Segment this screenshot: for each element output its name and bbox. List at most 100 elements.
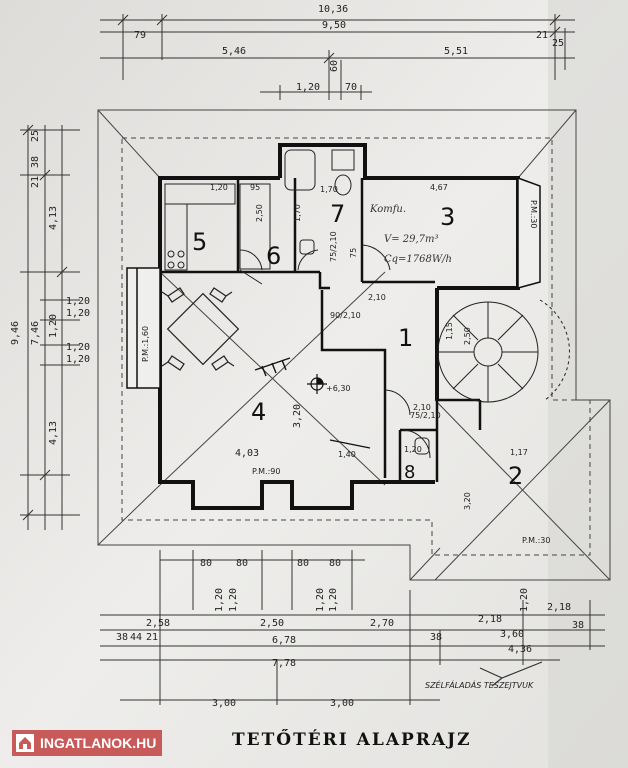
ingatlanok-logo: INGATLANOK.HU [12, 730, 163, 756]
handwritten-capacity: Cq=1768W/h [384, 254, 452, 265]
dim-left-inner: 7,46 [30, 321, 41, 345]
room3-width: 4,67 [430, 183, 448, 192]
dim-top-60: 60 [329, 60, 340, 72]
room-number-5: 5 [192, 228, 207, 256]
stair-115: 1,15 [445, 322, 454, 340]
dim-left-413b: 4,13 [48, 421, 59, 445]
dim-window-l2: 1,20 [66, 308, 90, 319]
top-dimension-lines [100, 14, 575, 100]
room-number-3: 3 [440, 203, 455, 231]
dim-bottom-218b: 2,18 [547, 602, 571, 613]
dim-bottom-80b: 80 [236, 558, 248, 569]
dim-bottom-120b: 1,20 [228, 588, 239, 612]
dim-bottom-t38c: 38 [572, 620, 584, 631]
dim-right-span: 5,51 [444, 46, 468, 57]
dim-window-l4: 1,20 [66, 354, 90, 365]
bottom-dimension-lines [100, 550, 605, 705]
room4-depth: 3,20 [292, 404, 303, 428]
dim-left-21: 21 [30, 176, 41, 188]
house-icon [16, 734, 34, 752]
room2-window-pm: P.M.:30 [522, 536, 550, 545]
dim-left-span: 5,46 [222, 46, 246, 57]
dim-left-25: 25 [30, 130, 41, 142]
dim-bottom-120a: 1,20 [214, 588, 225, 612]
dim-left-413a: 4,13 [48, 206, 59, 230]
room4-width: 4,03 [235, 448, 259, 459]
stair-dim: 2,50 [463, 327, 472, 345]
bath-width: 1,70 [320, 185, 338, 194]
level-label: +6,30 [326, 384, 351, 393]
room-number-6: 6 [266, 242, 281, 270]
bath-depth: 1,70 [293, 204, 302, 222]
room3-window-pm: P.M.:30 [529, 200, 538, 228]
door-75: 75 [349, 248, 358, 258]
dining-set [161, 287, 240, 371]
room-number-2: 2 [508, 462, 523, 490]
room-number-4: 4 [251, 398, 266, 426]
dim-right-end: 25 [552, 38, 564, 49]
left-window-pm: P.M.:1,60 [141, 326, 150, 362]
dim-bottom-258: 2,58 [146, 618, 170, 629]
dim-bottom-t38a: 38 [116, 632, 128, 643]
pantry-width: 95 [250, 183, 260, 192]
plan-title: TETŐTÉRI ALAPRAJZ [232, 729, 472, 750]
dim-bottom-80d: 80 [329, 558, 341, 569]
dim-bottom-80c: 80 [297, 558, 309, 569]
right-window-bay [517, 176, 541, 289]
dim-bottom-120d: 1,20 [328, 588, 339, 612]
bottom-window-pm: P.M.:90 [252, 467, 280, 476]
dim-bottom-120c: 1,20 [315, 588, 326, 612]
dim-bottom-300b: 3,00 [330, 698, 354, 709]
door-swings [239, 244, 431, 459]
dim-window-l1: 1,20 [66, 296, 90, 307]
level-marker-icon [307, 374, 327, 394]
dim-bottom-436: 4,36 [508, 644, 532, 655]
dim-left-outer: 9,46 [10, 321, 21, 345]
pantry-depth: 2,50 [255, 204, 264, 222]
left-dimension-lines [20, 124, 80, 530]
watermark-text: INGATLANOK.HU [40, 735, 157, 751]
room-number-8: 8 [404, 462, 415, 483]
kitchen-fixtures [164, 183, 271, 285]
arrow-mark-icon [479, 661, 543, 687]
room2-dim-b: 3,20 [463, 492, 472, 510]
handwritten-komfort: Komfu. [369, 204, 406, 215]
dim-bottom-218a: 2,18 [478, 614, 502, 625]
dim-left-38: 38 [30, 156, 41, 168]
dim-inner-width: 9,50 [322, 20, 346, 31]
dim-right-small: 21 [536, 30, 548, 41]
handwritten-note: SZÉLFÁLADÁS TESZEJTVUK [425, 679, 534, 690]
handwritten-volume: V= 29,7m³ [384, 234, 439, 245]
dim-bottom-270: 2,70 [370, 618, 394, 629]
door-75-210-b: 75/2,10 [410, 411, 441, 420]
dim-window-l3: 1,20 [66, 342, 90, 353]
kitchen-counter-dim: 1,20 [210, 183, 228, 192]
dim-bottom-t38b: 38 [430, 632, 442, 643]
interior-walls [160, 178, 482, 482]
roof-outline [97, 109, 611, 581]
dim-bottom-300a: 3,00 [212, 698, 236, 709]
room-number-1: 1 [398, 324, 413, 352]
dim-window-120: 1,20 [296, 82, 320, 93]
dim-bottom-678: 6,78 [272, 635, 296, 646]
left-window-bay [126, 267, 161, 389]
heater-marks [254, 357, 371, 449]
dim-left-small: 79 [134, 30, 146, 41]
dim-bottom-360: 3,60 [500, 629, 524, 640]
toilet-8 [414, 437, 430, 455]
door-210: 2,10 [368, 293, 386, 302]
room8-width: 1,20 [404, 445, 422, 454]
dim-left-120: 1,20 [48, 314, 59, 338]
spiral-staircase [437, 299, 570, 403]
dim-bottom-t21: 21 [146, 632, 158, 643]
room4-small-dim: 1,40 [338, 450, 356, 459]
page-fold-shadow [548, 0, 628, 768]
door-75-210-a: 75/2,10 [329, 231, 338, 262]
dim-bottom-120e: 1,20 [519, 588, 530, 612]
door-90-210: 90/2,10 [330, 311, 361, 320]
room-number-7: 7 [330, 200, 345, 228]
dim-overall-width: 10,36 [318, 4, 348, 15]
dim-bottom-t44: 44 [130, 632, 142, 643]
dim-window-70: 70 [345, 82, 357, 93]
